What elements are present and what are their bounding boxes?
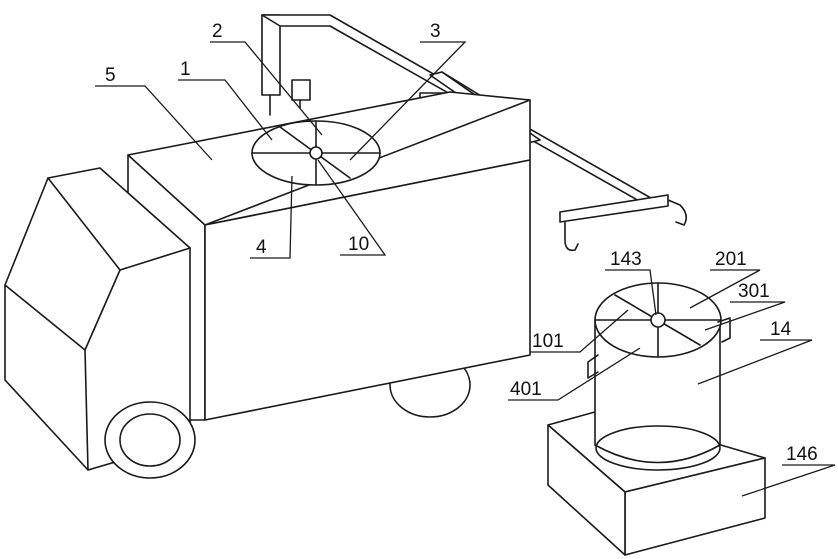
right-hook <box>668 200 686 225</box>
roof-center-hub <box>310 147 322 159</box>
label-143: 143 <box>610 249 642 270</box>
label-2: 2 <box>212 21 223 42</box>
label-401: 401 <box>510 379 542 400</box>
label-5: 5 <box>105 65 116 86</box>
label-4: 4 <box>256 237 267 258</box>
label-14: 14 <box>770 319 792 340</box>
truck <box>5 92 530 478</box>
label-1: 1 <box>180 59 191 80</box>
bin-assembly <box>548 283 765 555</box>
label-3: 3 <box>430 21 441 42</box>
label-201: 201 <box>715 249 747 270</box>
label-146: 146 <box>786 444 818 465</box>
label-101: 101 <box>532 331 564 352</box>
bin-center-hub <box>651 313 665 327</box>
left-hook <box>565 222 578 250</box>
label-10: 10 <box>348 234 369 255</box>
label-301: 301 <box>738 281 770 302</box>
